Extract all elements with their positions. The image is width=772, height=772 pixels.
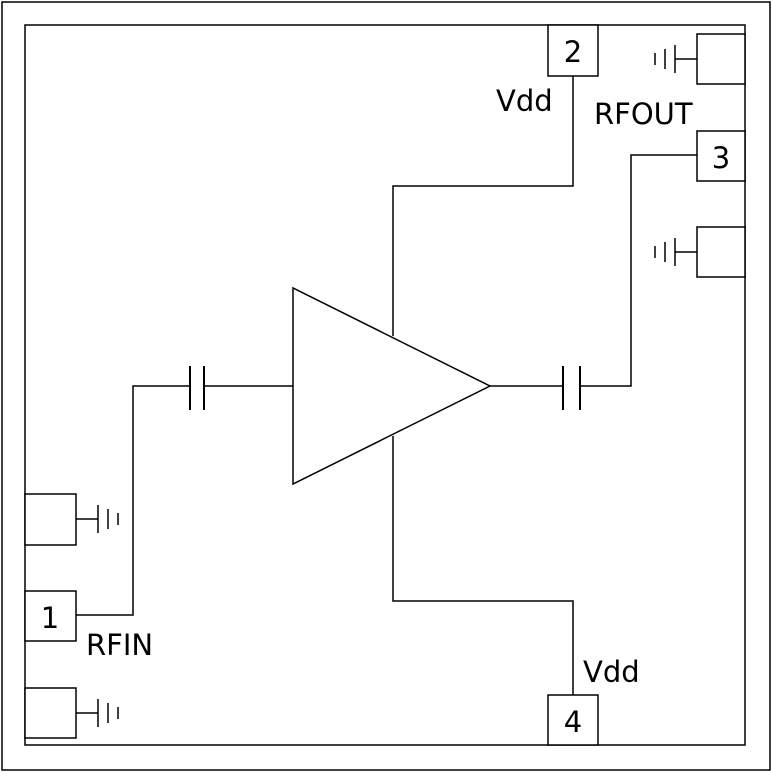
ground-pad-right-lower <box>654 226 746 278</box>
vdd-top-wire <box>392 76 574 336</box>
pin-2[interactable]: 2 <box>547 24 599 77</box>
ground-pad-left-upper <box>24 493 119 546</box>
pin-2-number: 2 <box>564 35 582 69</box>
pin-3[interactable]: 3 <box>696 130 746 182</box>
ground-pad-right-upper <box>654 33 746 85</box>
input-capacitor <box>189 366 205 410</box>
rfout-label: RFOUT <box>594 97 693 131</box>
vdd-top-label: Vdd <box>496 84 553 118</box>
vdd-bottom-label: Vdd <box>583 655 640 689</box>
amplifier-triangle <box>292 286 492 486</box>
pin-1[interactable]: 1 <box>24 590 77 642</box>
output-capacitor <box>562 366 581 410</box>
rfout-wire-2 <box>580 154 697 387</box>
package-outline <box>24 24 746 746</box>
pin-4-number: 4 <box>564 705 582 739</box>
pin-3-number: 3 <box>712 141 730 175</box>
vdd-bottom-wire <box>392 436 574 695</box>
pin-4[interactable]: 4 <box>547 694 599 746</box>
rfin-wire <box>76 385 190 616</box>
pin-1-number: 1 <box>41 601 59 635</box>
rfin-label: RFIN <box>86 628 153 662</box>
ground-pad-left-lower <box>24 687 119 739</box>
